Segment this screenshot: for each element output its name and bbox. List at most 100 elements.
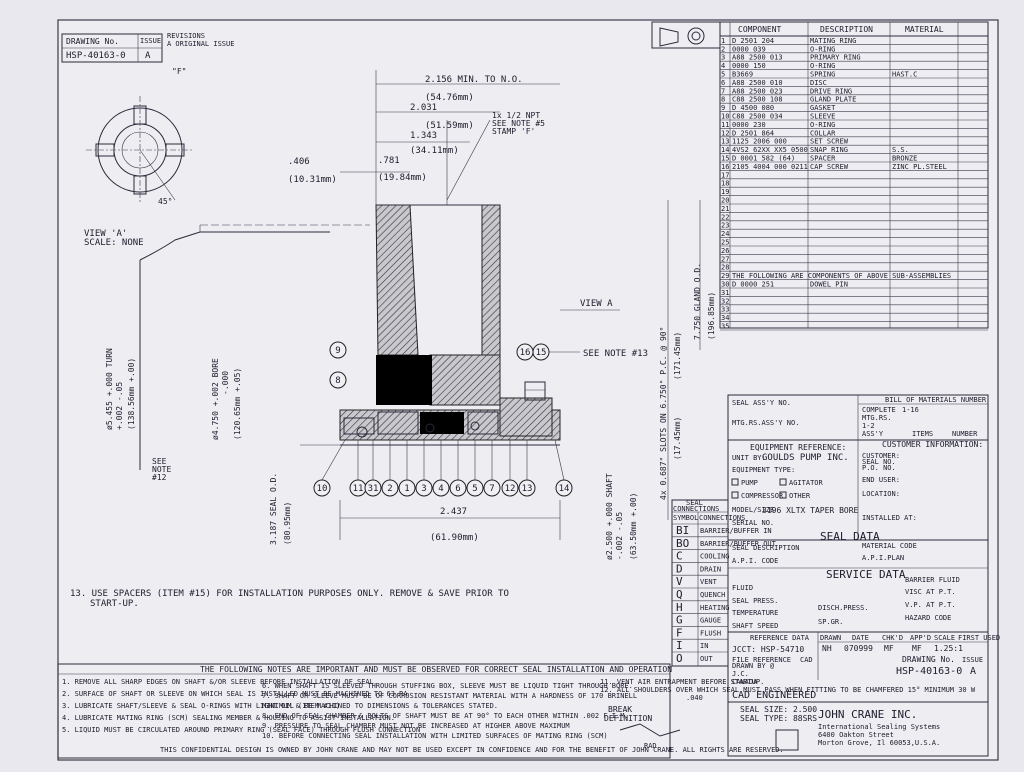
- revision-entry: A ORIGINAL ISSUE: [167, 40, 234, 48]
- equipment-type-label: EQUIPMENT TYPE:: [732, 466, 795, 474]
- dim-width: 2.437: [440, 507, 467, 517]
- seal-od-label: 3.187 SEAL O.D.: [269, 473, 278, 545]
- svg-text:5: 5: [472, 484, 477, 494]
- item-bubble: 12: [501, 479, 519, 497]
- compressor-checkbox[interactable]: [731, 491, 739, 499]
- part-row-number: 15: [721, 155, 729, 163]
- installed-label: INSTALLED AT:: [862, 514, 917, 522]
- address-2: 6400 Oakton Street: [818, 731, 894, 739]
- part-description: O-RING: [810, 62, 835, 70]
- note-line: 1. REMOVE ALL SHARP EDGES ON SHAFT &/OR …: [62, 678, 374, 686]
- part-row-number: 28: [721, 264, 729, 272]
- jcct-value: JCCT: HSP-54710: [732, 645, 804, 654]
- break-dim: .040: [686, 694, 703, 702]
- part-material: S.S.: [892, 146, 909, 154]
- scale-label: SCALE: [934, 634, 955, 642]
- conn-description: COOLING: [700, 553, 730, 561]
- part-row-number: 33: [721, 306, 729, 314]
- svg-text:13: 13: [522, 484, 533, 494]
- drawing-number-tb: HSP-40163-0: [896, 666, 962, 677]
- bom-title: BILL OF MATERIALS NUMBER: [885, 396, 987, 404]
- part-material: BRONZE: [892, 155, 917, 163]
- svg-text:14: 14: [559, 484, 570, 494]
- conn-description: VENT: [700, 578, 718, 586]
- part-component: 2105 4004 000 0211: [732, 163, 808, 171]
- part-row-number: 6: [721, 79, 725, 87]
- drawn-value: NH: [822, 644, 832, 653]
- part-component: A88 2500 010: [732, 79, 783, 87]
- conn-description: BARRIER/BUFFER IN: [700, 527, 772, 535]
- part-row-number: 23: [721, 222, 729, 230]
- part-description: SPACER: [810, 155, 836, 163]
- item-bubble: 4: [432, 479, 450, 497]
- part-row-number: 19: [721, 188, 729, 196]
- scale-value: 1.25:1: [934, 644, 963, 653]
- part-row-number: 9: [721, 104, 725, 112]
- note-line: 11. VENT AIR ENTRAPMENT BEFORE STARTUP.: [600, 678, 764, 686]
- npt-note-1: 1x 1/2 NPT: [492, 111, 540, 120]
- bom-mtg-value: 1-2: [862, 422, 875, 430]
- seal-desc-label: SEAL DESCRIPTION: [732, 544, 799, 552]
- dim-2156-mm: (54.76mm): [425, 93, 474, 103]
- shaft-speed-label: SHAFT SPEED: [732, 622, 778, 630]
- temperature-label: TEMPERATURE: [732, 609, 778, 617]
- issue-label-tb: ISSUE: [962, 656, 983, 664]
- subassy-component: D 0000 251: [732, 281, 774, 289]
- model-value: 3196 XLTX TAPER BORE: [762, 506, 859, 515]
- bom-complete: COMPLETE: [862, 406, 896, 414]
- drawing-no-label: DRAWING No.: [66, 37, 119, 46]
- agitator-checkbox[interactable]: [779, 478, 787, 486]
- part-description: COLLAR: [810, 129, 836, 137]
- note-line: 3. LUBRICATE SHAFT/SLEEVE & SEAL O-RINGS…: [62, 702, 340, 710]
- unit-by-label: UNIT BY:: [732, 454, 766, 462]
- part-component: C88 2500 034: [732, 113, 783, 121]
- part-component: 4VS2 62XX XX5 0500: [732, 146, 808, 154]
- conn-description: HEATING: [700, 604, 730, 612]
- item-bubble: 13: [518, 479, 536, 497]
- date-label: DATE: [852, 634, 869, 642]
- note-line: MINIMUM & BE MACHINED TO DIMENSIONS & TO…: [262, 702, 498, 710]
- drawn-by: DRAWN BY @: [732, 662, 775, 670]
- part-row-number: 14: [721, 146, 729, 154]
- bom-items: ITEMS: [912, 430, 933, 438]
- part-description: SNAP RING: [810, 146, 848, 154]
- service-data-title: SERVICE DATA: [826, 568, 906, 581]
- pump-checkbox[interactable]: [731, 478, 739, 486]
- po-label: P.O. NO.: [862, 464, 896, 472]
- item-bubble: 16: [516, 343, 534, 361]
- break-definition: BREAK DEFINITION .040 RAD: [604, 694, 703, 750]
- visc-label: VISC AT P.T.: [905, 588, 956, 596]
- item-bubble: 7: [483, 479, 501, 497]
- john-crane-logo: [775, 729, 799, 751]
- svg-text:31: 31: [368, 484, 379, 494]
- gland-od-mm: (196.85mm): [707, 292, 716, 340]
- other-label: OTHER: [789, 492, 811, 500]
- part-row-number: 13: [721, 138, 729, 146]
- view-a-title: VIEW 'A': [84, 229, 127, 239]
- part-description: O-RING: [810, 45, 835, 53]
- date-value: 070999: [844, 644, 873, 653]
- part-row-number: 25: [721, 239, 729, 247]
- part-description: DRIVE RING: [810, 87, 852, 95]
- dim-406: .406: [288, 157, 310, 167]
- part-component: D 4500 080: [732, 104, 774, 112]
- issue-value-tb: A: [970, 666, 976, 677]
- part-row-number: 20: [721, 197, 729, 205]
- api-plan-label: A.P.I.PLAN: [862, 554, 904, 562]
- part-description: CAP SCREW: [810, 163, 849, 171]
- other-checkbox[interactable]: [779, 491, 787, 499]
- part-row-number: 24: [721, 230, 729, 238]
- subassy-note: THE FOLLOWING ARE COMPONENTS OF ABOVE SU…: [732, 272, 951, 280]
- break-label-2: DEFINITION: [604, 714, 652, 723]
- note-line: 8. END OF SEAL CHAMBER & BOLTS OF SHAFT …: [262, 712, 629, 720]
- conn-symbol: H: [676, 601, 683, 614]
- dim-781: .781: [378, 156, 400, 166]
- note-line: 5. LIQUID MUST BE CIRCULATED AROUND PRIM…: [62, 726, 420, 734]
- conn-symbol: D: [676, 562, 683, 575]
- first-used-label: FIRST USED: [958, 634, 1000, 642]
- part-row-number: 8: [721, 96, 725, 104]
- part-row-number: 10: [721, 113, 729, 121]
- part-row-number: 22: [721, 213, 729, 221]
- address-3: Morton Grove, Il 60053,U.S.A.: [818, 739, 940, 747]
- part-component: 1125 2006 000: [732, 138, 787, 146]
